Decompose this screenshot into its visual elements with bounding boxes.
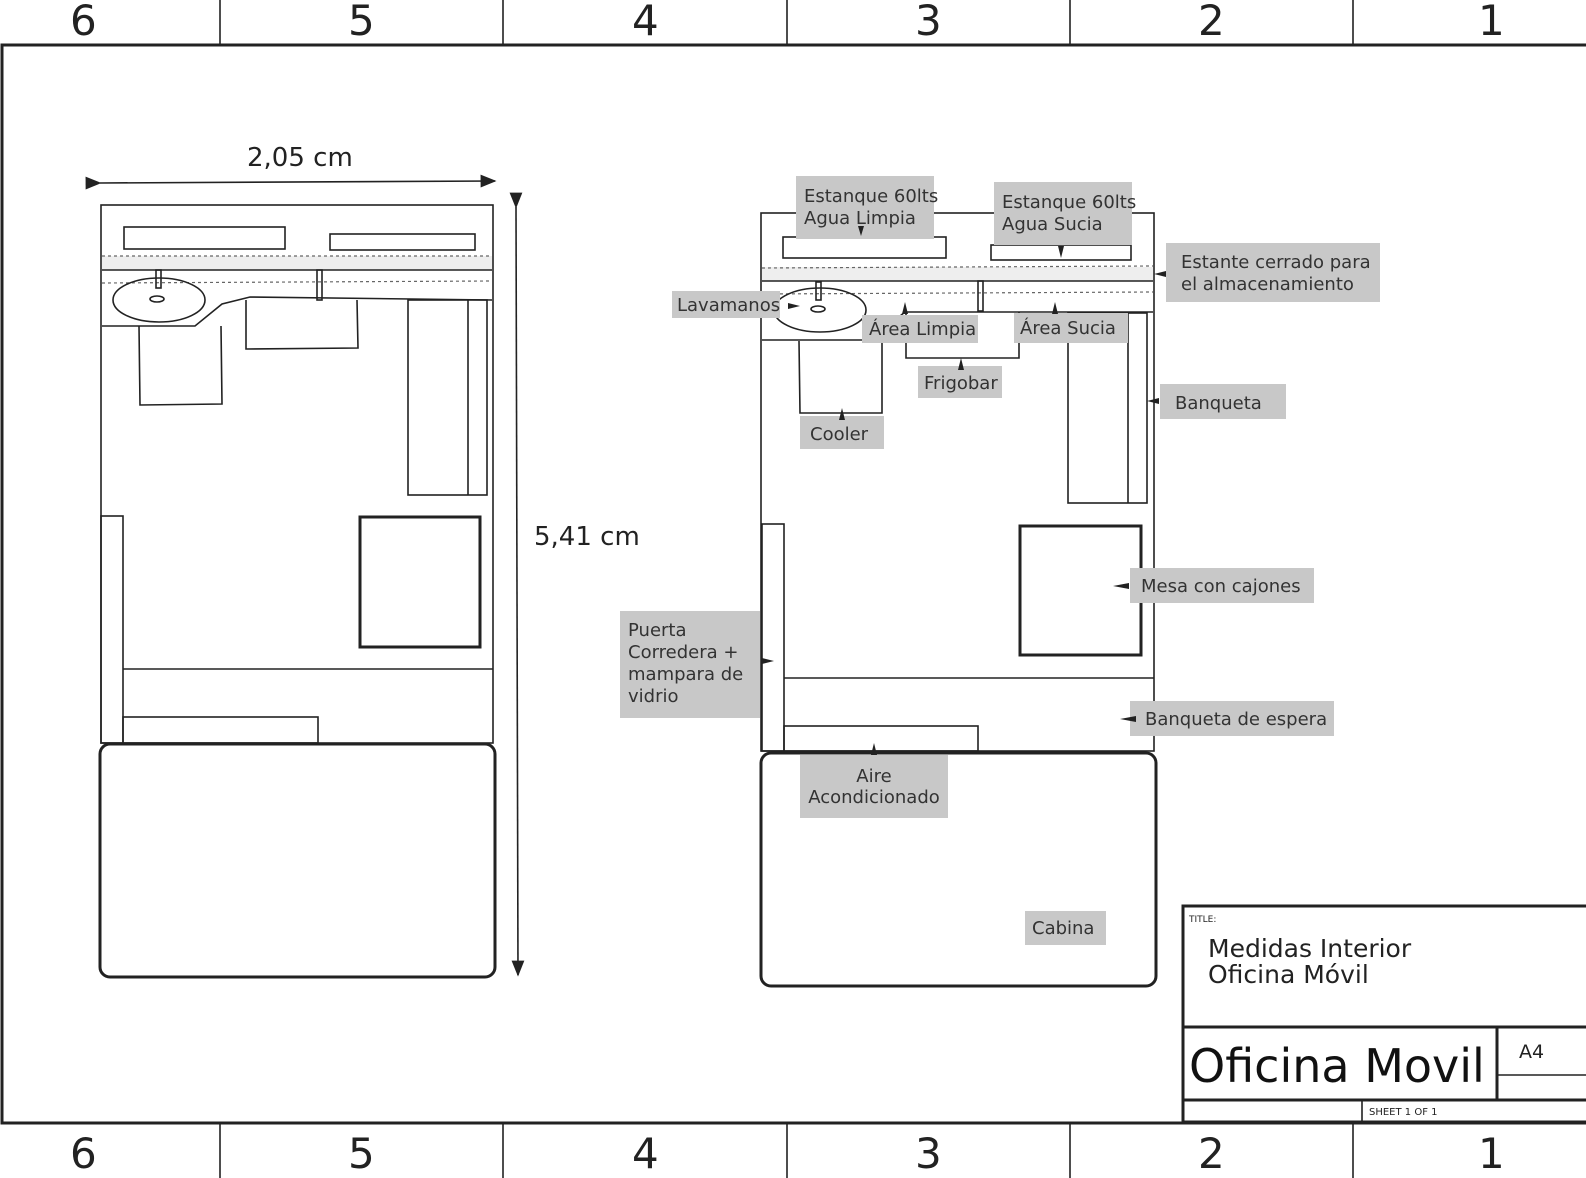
title-block: TITLE: Medidas Interior Oficina Móvil Of… xyxy=(1181,904,1586,1124)
label-text: Aire xyxy=(856,766,891,787)
zone-markers-bottom: 6 5 4 3 2 1 xyxy=(70,1129,1505,1178)
label-text: Estanque 60lts xyxy=(804,186,938,207)
label-tank-dirty: Estanque 60lts Agua Sucia xyxy=(994,182,1136,258)
label-sink: Lavamanos xyxy=(672,291,800,318)
label-text: Agua Sucia xyxy=(1002,214,1103,235)
label-text: Banqueta de espera xyxy=(1145,709,1327,730)
label-cabin: Cabina xyxy=(1025,911,1106,945)
title-label: TITLE: xyxy=(1188,915,1216,925)
label-text: Cabina xyxy=(1032,918,1094,939)
label-text: mampara de xyxy=(628,664,743,685)
label-text: Lavamanos xyxy=(677,295,780,316)
label-dirty-area: Área Sucia xyxy=(1014,302,1128,343)
label-clean-area: Área Limpia xyxy=(862,302,978,343)
label-bench: Banqueta xyxy=(1147,384,1286,419)
label-text: Acondicionado xyxy=(808,787,940,808)
drawing-title: Oficina Móvil xyxy=(1208,960,1369,989)
zone-label: 4 xyxy=(632,1129,659,1178)
label-text: Puerta xyxy=(628,620,687,641)
label-text: Estante cerrado para xyxy=(1181,252,1371,273)
zone-markers-top: 6 5 4 3 2 1 xyxy=(70,0,1505,45)
label-text: Banqueta xyxy=(1175,393,1262,414)
drawing-title: Medidas Interior xyxy=(1208,934,1412,963)
zone-label: 6 xyxy=(70,1129,97,1178)
drawing-name: Oficina Movil xyxy=(1189,1039,1485,1093)
zone-label: 4 xyxy=(632,0,659,45)
label-text: Corredera + xyxy=(628,642,738,663)
zone-label: 1 xyxy=(1478,0,1505,45)
label-text: el almacenamiento xyxy=(1181,274,1354,295)
label-text: Estanque 60lts xyxy=(1002,192,1136,213)
label-text: Área Sucia xyxy=(1020,317,1116,339)
zone-label: 3 xyxy=(915,0,942,45)
zone-label: 2 xyxy=(1198,0,1225,45)
zone-label: 6 xyxy=(70,0,97,45)
floor-plan-dimensioned: 2,05 cm 5,41 cm xyxy=(85,143,640,979)
label-air-conditioner: Aire Acondicionado xyxy=(800,743,948,818)
label-door: Puerta Corredera + mampara de vidrio xyxy=(620,611,774,718)
label-desk: Mesa con cajones xyxy=(1113,568,1314,603)
label-text: Agua Limpia xyxy=(804,208,916,229)
zone-label: 5 xyxy=(348,0,375,45)
zone-label: 5 xyxy=(348,1129,375,1178)
label-text: Área Limpia xyxy=(869,318,976,340)
label-text: Cooler xyxy=(810,424,869,445)
zone-label: 1 xyxy=(1478,1129,1505,1178)
height-dimension: 5,41 cm xyxy=(534,522,640,552)
label-text: Mesa con cajones xyxy=(1141,576,1301,597)
label-text: Frigobar xyxy=(924,373,998,394)
width-dimension: 2,05 cm xyxy=(247,143,353,173)
floor-plan-labeled xyxy=(759,212,1158,988)
label-minibar: Frigobar xyxy=(918,358,1002,398)
label-text: vidrio xyxy=(628,686,679,707)
sheet-number: SHEET 1 OF 1 xyxy=(1369,1107,1438,1118)
label-tank-clean: Estanque 60lts Agua Limpia xyxy=(796,176,938,239)
label-waiting-bench: Banqueta de espera xyxy=(1120,701,1334,736)
label-cooler: Cooler xyxy=(800,408,884,449)
paper-size: A4 xyxy=(1519,1041,1544,1063)
label-shelf: Estante cerrado para el almacenamiento xyxy=(1154,243,1380,302)
zone-label: 3 xyxy=(915,1129,942,1178)
zone-label: 2 xyxy=(1198,1129,1225,1178)
